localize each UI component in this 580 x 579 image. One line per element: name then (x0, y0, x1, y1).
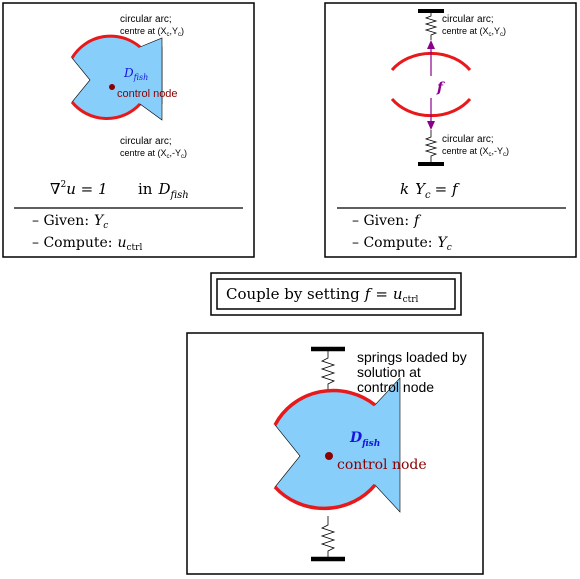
domain-label-bottom: Dfish (349, 430, 380, 449)
force-arrowhead-up (427, 40, 435, 49)
domain-label-left: Dfish (123, 66, 148, 82)
spring-top-right (424, 11, 438, 40)
control-node-label-left: control node (117, 88, 178, 100)
fish-body-bottom (274, 377, 401, 513)
arc-upper-label-right-1: circular arc; (442, 14, 494, 25)
arc-upper-label-left-2: centre at (Xc,Yc) (120, 26, 184, 38)
arc-lower-label-right-1: circular arc; (442, 134, 494, 145)
springs-label-1: springs loaded by (357, 349, 467, 365)
force-arrowhead-down (427, 121, 435, 130)
arc-upper-label-left-1: circular arc; (120, 14, 172, 25)
control-node-label-bottom: control node (337, 457, 427, 473)
couple-box-inner (216, 278, 456, 310)
arc-lower-label-left-2: centre at (Xc,-Yc) (120, 148, 187, 160)
panel-left-frame (2, 2, 255, 258)
compute-right: – Compute:Yc (352, 235, 452, 253)
fish-tail-left (139, 37, 163, 121)
springs-label-2: solution at (357, 364, 421, 380)
given-right: – Given:f (352, 213, 422, 229)
spring-bottom-right (424, 130, 438, 163)
control-node-dot-bottom (325, 452, 333, 460)
force-label: f (436, 80, 446, 96)
fish-arc-lower-bottom (273, 483, 377, 511)
panel-right: f circular arc; centre at (Xc,Yc) circul… (324, 2, 577, 258)
panel-bottom-frame (186, 332, 484, 575)
fish-arc-upper-bottom (273, 388, 377, 426)
panel-right-frame (324, 2, 577, 258)
arc-upper-label-right-2: centre at (Xc,Yc) (442, 26, 506, 38)
equation-left: ∇2u = 1 (50, 180, 108, 198)
arc-lower-label-right-2: centre at (Xc,-Yc) (442, 146, 509, 158)
fish-arc-lower-left (70, 101, 142, 121)
couple-box-outer (210, 272, 462, 316)
spring-top-bottom (320, 349, 336, 394)
panel-bottom: Dfish control node springs loaded by sol… (186, 332, 484, 575)
spring-bottom-bottom (320, 516, 336, 559)
fish-arc-upper-left (70, 34, 141, 59)
panel-left: Dfish control node circular arc; centre … (2, 2, 255, 258)
control-node-dot-left (109, 84, 115, 90)
compute-left: – Compute:uctrl (32, 235, 142, 253)
arc-lower-label-left-1: circular arc; (120, 136, 172, 147)
springs-label-3: control node (357, 379, 434, 395)
given-left: – Given:Yc (32, 213, 108, 231)
